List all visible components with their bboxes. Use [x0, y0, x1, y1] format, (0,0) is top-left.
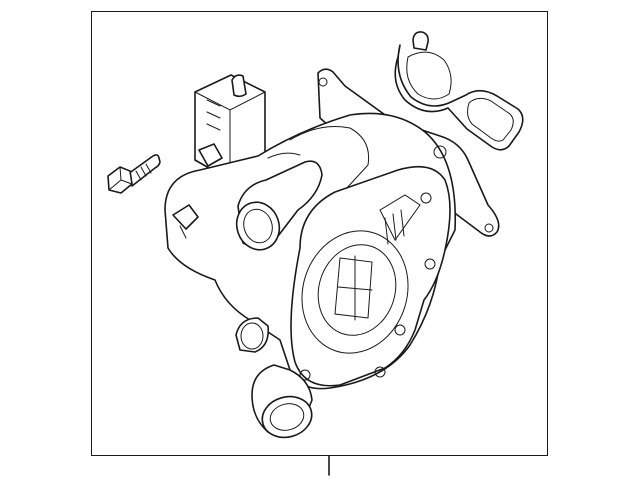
water-pump-housing-icon[interactable]: [164, 68, 500, 443]
gasket-icon[interactable]: [394, 31, 524, 151]
bolt-icon[interactable]: [107, 154, 161, 194]
